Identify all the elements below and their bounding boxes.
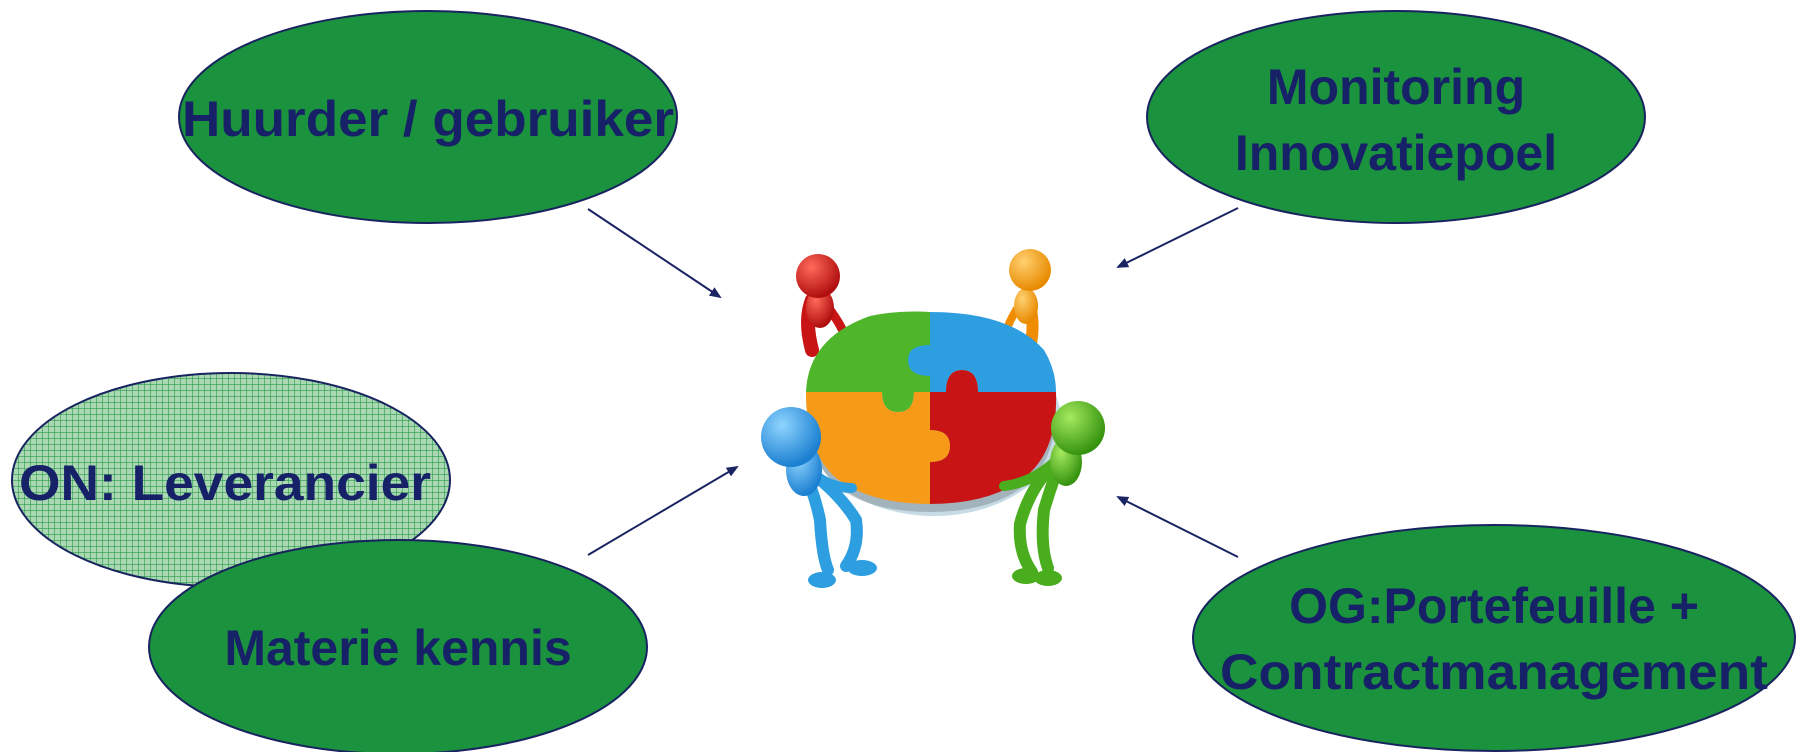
- blue-figure: [761, 407, 877, 588]
- puzzle-piece-orange: [806, 392, 950, 504]
- arrow-monitoring: [1116, 207, 1239, 268]
- node-monitoring-label-line1: Monitoring: [1267, 59, 1525, 115]
- node-materie-ellipse: [148, 539, 648, 752]
- teamwork-puzzle-illustration: [761, 249, 1105, 588]
- puzzle-piece-blue: [908, 312, 1056, 392]
- node-materie: Materie kennis: [148, 539, 648, 752]
- node-leverancier-label: ON: Leverancier: [19, 455, 431, 511]
- node-portefeuille: OG:Portefeuille + Contractmanagement: [1192, 524, 1796, 752]
- node-monitoring-ellipse: [1146, 10, 1646, 224]
- node-monitoring-label-line2: Innovatiepoel: [1235, 125, 1557, 181]
- node-portefeuille-label-line1: OG:Portefeuille +: [1289, 578, 1699, 634]
- node-materie-label: Materie kennis: [224, 620, 571, 676]
- arrow-materie: [587, 465, 739, 556]
- node-portefeuille-label-line2: Contractmanagement: [1220, 644, 1768, 700]
- arrow-portefeuille: [1116, 496, 1239, 558]
- node-huurder: Huurder / gebruiker: [178, 10, 678, 224]
- node-leverancier: ON: Leverancier: [11, 372, 451, 588]
- puzzle-disc: [806, 311, 1062, 516]
- node-huurder-ellipse: [178, 10, 678, 224]
- node-monitoring: Monitoring Innovatiepoel: [1146, 10, 1646, 224]
- puzzle-piece-red: [930, 370, 1057, 504]
- arrow-huurder: [587, 208, 722, 299]
- green-figure: [999, 401, 1105, 586]
- puzzle-piece-green: [806, 311, 952, 412]
- node-huurder-label: Huurder / gebruiker: [182, 91, 674, 147]
- node-portefeuille-ellipse: [1192, 524, 1796, 752]
- arrows: [587, 207, 1239, 558]
